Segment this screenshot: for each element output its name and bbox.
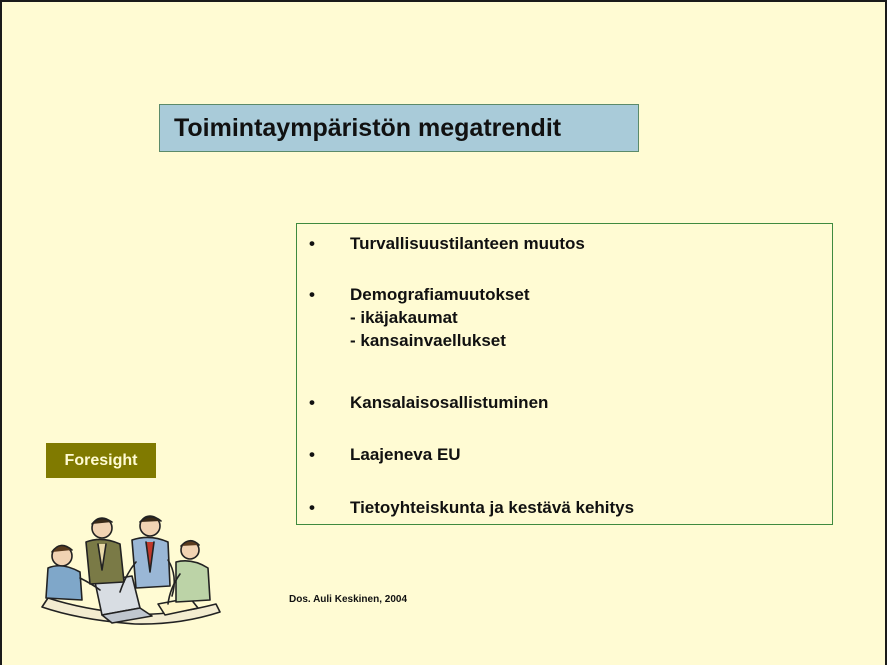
bullet-marker: • [309,445,315,464]
bullet-marker: • [309,285,315,304]
bullet-marker: • [309,234,315,253]
bullet-marker: • [309,393,315,412]
author-credit-text: Dos. Auli Keskinen, 2004 [289,594,408,605]
sub-item-ikajakaumat: - ikäjakaumat [350,308,458,327]
team-meeting-clipart-icon [41,515,221,625]
bullet-item-tietoyhteiskunta: Tietoyhteiskunta ja kestävä kehitys [350,498,635,517]
slide-title-text: Toimintaympäristön megatrendit [174,113,562,142]
slide-title: Toimintaympäristön megatrendit [159,104,639,152]
bullet-list-box: • Turvallisuustilanteen muutos • Demogra… [296,223,833,525]
bullet-marker: • [309,498,315,517]
bullet-item-demografia: Demografiamuutokset [350,285,530,304]
bullet-item-turvallisuus: Turvallisuustilanteen muutos [350,234,585,253]
foresight-label: Foresight [46,443,156,478]
foresight-label-text: Foresight [64,451,138,469]
sub-item-kansainvaellukset: - kansainvaellukset [350,331,506,350]
bullet-item-kansalaisosallistuminen: Kansalaisosallistuminen [350,393,549,412]
author-credit: Dos. Auli Keskinen, 2004 [289,594,407,605]
bullet-item-laajeneva-eu: Laajeneva EU [350,445,461,464]
